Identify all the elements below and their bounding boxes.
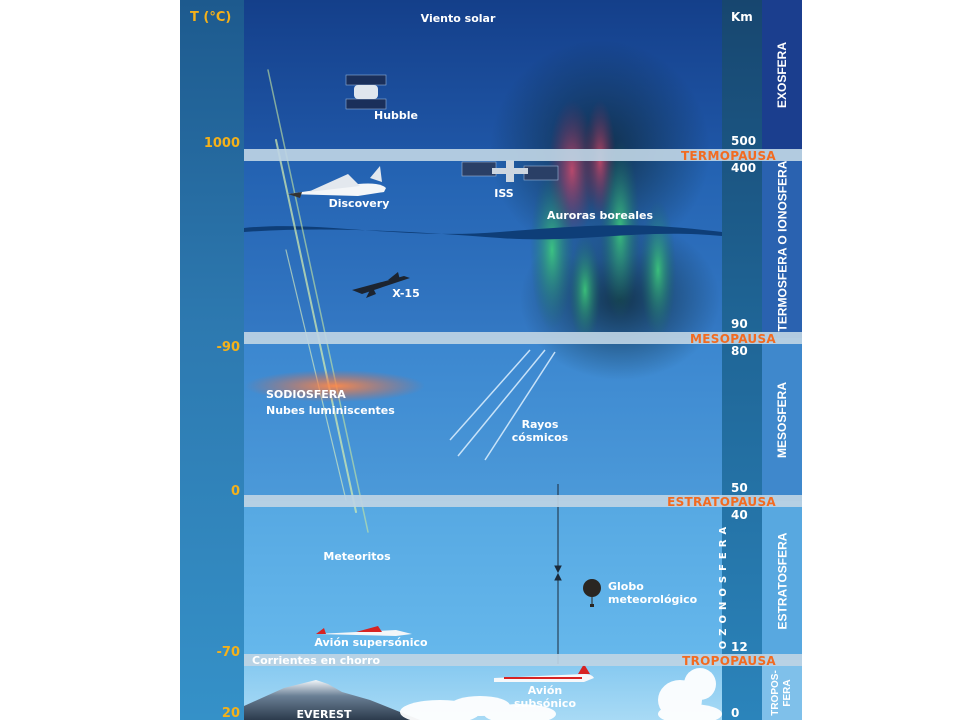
discovery-shuttle-icon	[288, 166, 386, 198]
iss-icon	[461, 160, 559, 182]
estratopausa-label: ESTRATOPAUSA	[667, 495, 776, 509]
layer-termosfera	[762, 150, 802, 338]
layer-label-mesosfera: MESOSFERA	[762, 344, 802, 495]
thermosphere-wave	[244, 225, 722, 240]
meteorite-trails	[267, 69, 369, 533]
balloon-label-line2: meteorológico	[608, 593, 698, 606]
km-tick-80: 80	[731, 344, 748, 358]
temperature-axis-header: T (°C)	[190, 10, 232, 25]
cosmic-rays-label-line2: cósmicos	[511, 431, 569, 444]
layer-label-mesosfera-text: MESOSFERA	[775, 381, 790, 458]
everest-label: EVEREST	[296, 708, 352, 720]
x15-plane-icon	[352, 272, 410, 298]
hubble-icon	[345, 74, 387, 110]
tropopausa-bar	[244, 654, 802, 666]
mesopausa-bar	[244, 332, 802, 344]
tropopausa-label: TROPOPAUSA	[682, 654, 776, 668]
everest-mountain	[244, 680, 420, 720]
temp-tick-20: 20	[221, 706, 240, 720]
ozonosphere-arrows	[554, 484, 562, 664]
layer-label-estratosfera: ESTRATOSFERA	[762, 507, 802, 654]
supersonic-plane-icon	[316, 626, 412, 636]
hubble-label: Hubble	[373, 109, 419, 122]
layer-exosfera	[762, 0, 802, 150]
layer-label-termosfera: TERMOSFERA O IONOSFERA	[762, 160, 802, 332]
layer-label-estratosfera-text: ESTRATOSFERA	[775, 532, 789, 629]
iss-label: ISS	[494, 187, 514, 200]
altitude-axis-header: Km	[731, 10, 753, 24]
supersonic-plane-label: Avión supersónico	[314, 636, 428, 649]
cumulus-clouds	[400, 668, 722, 720]
km-tick-40: 40	[731, 508, 748, 522]
subsonic-plane-icon	[494, 664, 594, 682]
temp-tick-0: 0	[230, 484, 240, 499]
temp-tick-minus90: -90	[216, 340, 241, 355]
termopausa-label: TERMOPAUSA	[680, 149, 776, 163]
km-tick-90: 90	[731, 317, 748, 331]
mesopausa-label: MESOPAUSA	[690, 332, 776, 346]
layer-label-termosfera-text: TERMOSFERA O IONOSFERA	[775, 160, 789, 332]
atmosphere-diagram: TERMOPAUSA MESOPAUSA ESTRATOPAUSA TROPOP…	[180, 0, 802, 720]
km-tick-400: 400	[731, 161, 757, 175]
altitude-column	[722, 0, 762, 720]
weather-balloon-icon	[583, 579, 601, 607]
ozonosphere-label-text: OZONOSFERA	[718, 521, 730, 649]
layer-name-column	[762, 0, 802, 720]
diagram-artwork	[244, 40, 722, 720]
layer-mesosfera	[762, 338, 802, 501]
cosmic-rays-label-line1: Rayos	[521, 418, 559, 431]
layer-label-exosfera: EXOSFERA	[762, 0, 802, 150]
layer-troposfera	[762, 660, 802, 720]
temp-tick-minus70: -70	[216, 645, 241, 660]
layer-label-troposfera-text: TROPOS-FERA	[770, 670, 793, 716]
layer-label-troposfera: TROPOS-FERA	[762, 666, 802, 720]
sodiosphere-label: SODIOSFERA	[266, 388, 346, 401]
km-tick-12: 12	[731, 640, 748, 654]
discovery-label: Discovery	[328, 197, 390, 210]
layer-label-exosfera-text: EXOSFERA	[775, 41, 790, 109]
solar-wind-label: Viento solar	[420, 12, 496, 25]
layer-estratosfera	[762, 501, 802, 660]
x15-label: X-15	[392, 287, 420, 300]
km-tick-0: 0	[731, 706, 740, 720]
sodiosphere-cloud	[245, 370, 425, 402]
temperature-column	[180, 0, 244, 720]
meteorites-label: Meteoritos	[323, 550, 391, 563]
cosmic-rays	[449, 349, 556, 461]
balloon-label-line1: Globo	[608, 580, 644, 593]
temp-tick-1000: 1000	[203, 136, 240, 151]
estratopausa-bar	[244, 495, 802, 507]
subsonic-plane-label-line1: Avión	[527, 684, 563, 697]
km-tick-500: 500	[731, 134, 757, 148]
jet-stream-label: Corrientes en chorro	[252, 654, 381, 667]
noctilucent-clouds-label: Nubes luminiscentes	[266, 404, 395, 417]
auroras-label: Auroras boreales	[546, 209, 654, 222]
ozonosphere-label: OZONOSFERA	[716, 510, 732, 660]
km-tick-50: 50	[731, 481, 748, 495]
subsonic-plane-label-line2: subsónico	[513, 697, 577, 710]
termopausa-bar	[244, 149, 802, 161]
